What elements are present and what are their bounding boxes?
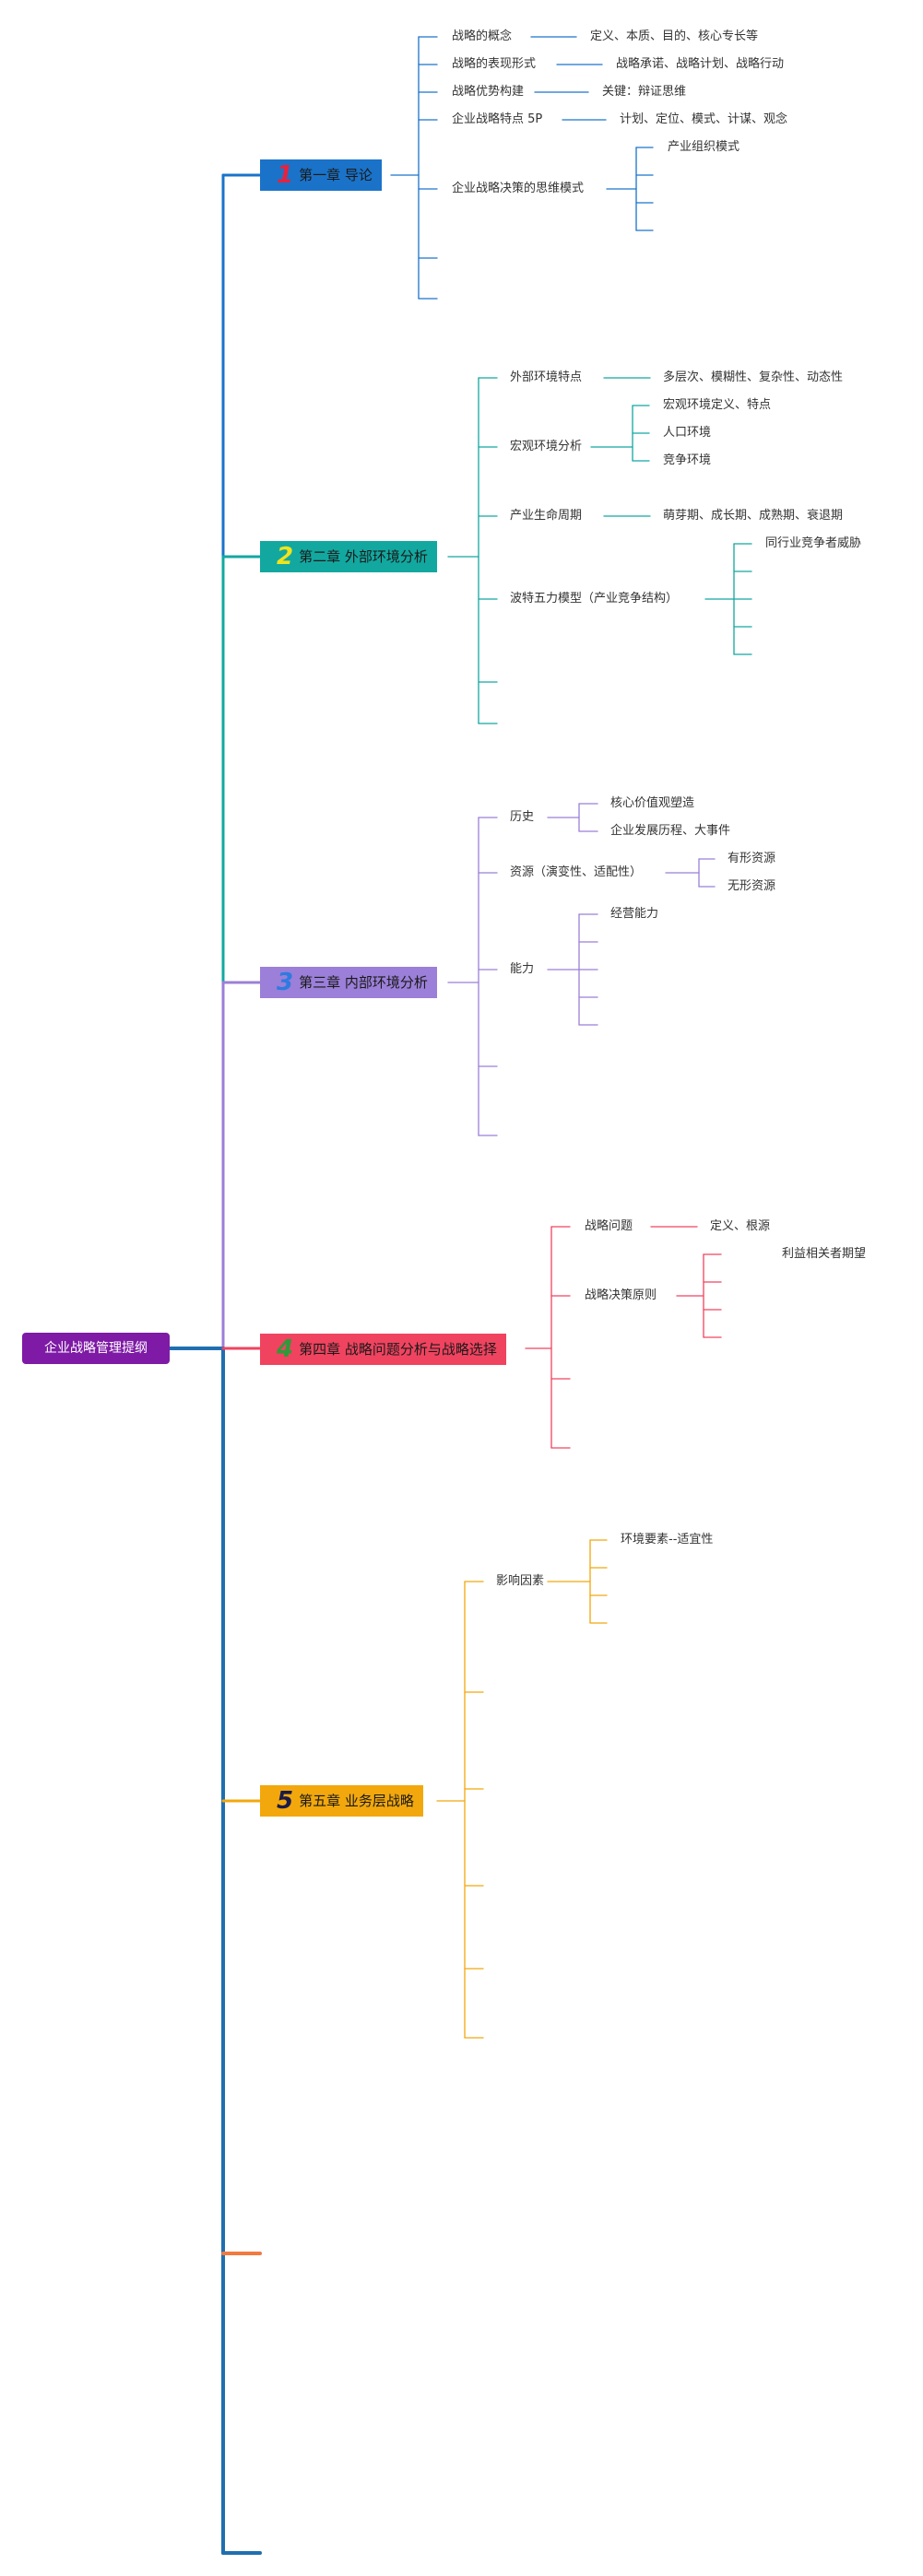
ch2-item-3-detail[interactable]: 萌芽期、成长期、成熟期、衰退期 [663, 509, 844, 523]
ch1-item-2-detail[interactable]: 战略承诺、战略计划、战略行动 [616, 57, 785, 71]
ch2-item-2-sub-1[interactable]: 宏观环境定义、特点 [663, 398, 772, 412]
ch2-item-4-sub-1[interactable]: 同行业竞争者威胁 [765, 536, 862, 550]
chapter-5-node[interactable]: 5 第五章 业务层战略 [260, 1785, 423, 1817]
ch2-item-1-label[interactable]: 外部环境特点 [510, 371, 583, 384]
ch5-item-1-sub-1[interactable]: 环境要素--适宜性 [621, 1533, 714, 1547]
ch3-item-1-sub-1[interactable]: 核心价值观塑造 [610, 796, 695, 810]
ch2-item-1-detail[interactable]: 多层次、模糊性、复杂性、动态性 [663, 371, 844, 384]
ch1-item-2-label[interactable]: 战略的表现形式 [452, 57, 537, 71]
chapter-1-label: 第一章 导论 [299, 167, 373, 183]
ch3-item-1-sub-2[interactable]: 企业发展历程、大事件 [610, 824, 731, 838]
ch3-item-2-sub-1[interactable]: 有形资源 [728, 852, 776, 865]
chapter-3-node[interactable]: 3 第三章 内部环境分析 [260, 967, 437, 998]
chapter-1-number: 1 [277, 161, 294, 189]
chapter-2-number: 2 [277, 543, 294, 570]
chapter-2-label: 第二章 外部环境分析 [299, 548, 428, 565]
ch2-item-2-sub-3[interactable]: 竞争环境 [663, 453, 712, 467]
chapter-4-number: 4 [277, 1335, 294, 1363]
root-node[interactable]: 企业战略管理提纲 [22, 1333, 170, 1364]
ch1-item-5-sub-1[interactable]: 产业组织模式 [668, 140, 740, 154]
chapter-2-node[interactable]: 2 第二章 外部环境分析 [260, 541, 437, 572]
ch5-item-1-label[interactable]: 影响因素 [496, 1574, 545, 1588]
ch2-item-4-label[interactable]: 波特五力模型（产业竞争结构） [510, 592, 679, 606]
ch4-item-1-detail[interactable]: 定义、根源 [710, 1219, 771, 1233]
ch1-item-1-label[interactable]: 战略的概念 [452, 29, 513, 43]
ch4-item-2-label[interactable]: 战略决策原则 [585, 1288, 657, 1302]
ch3-item-3-sub-1[interactable]: 经营能力 [610, 907, 659, 921]
ch1-item-3-label[interactable]: 战略优势构建 [452, 85, 525, 99]
chapter-3-label: 第三章 内部环境分析 [299, 974, 428, 991]
ch2-item-2-label[interactable]: 宏观环境分析 [510, 440, 583, 453]
chapter-4-node[interactable]: 4 第四章 战略问题分析与战略选择 [260, 1334, 506, 1365]
ch3-item-1-label[interactable]: 历史 [510, 810, 535, 824]
ch1-item-1-detail[interactable]: 定义、本质、目的、核心专长等 [590, 29, 759, 43]
chapter-3-number: 3 [277, 969, 294, 996]
ch1-item-4-label[interactable]: 企业战略特点 5P [452, 112, 543, 126]
ch3-item-3-label[interactable]: 能力 [510, 962, 535, 976]
ch2-item-2-sub-2[interactable]: 人口环境 [663, 426, 712, 440]
chapter-5-label: 第五章 业务层战略 [299, 1793, 414, 1809]
chapter-5-number: 5 [277, 1787, 294, 1815]
ch3-item-2-label[interactable]: 资源（演变性、适配性） [510, 865, 643, 879]
ch2-item-3-label[interactable]: 产业生命周期 [510, 509, 583, 523]
ch4-item-1-label[interactable]: 战略问题 [585, 1219, 633, 1233]
chapter-4-label: 第四章 战略问题分析与战略选择 [299, 1341, 497, 1358]
ch1-item-3-detail[interactable]: 关键：辩证思维 [602, 85, 687, 99]
ch1-item-4-detail[interactable]: 计划、定位、模式、计谋、观念 [620, 112, 788, 126]
ch3-item-2-sub-2[interactable]: 无形资源 [728, 879, 776, 893]
ch4-item-2-sub-1[interactable]: 利益相关者期望 [782, 1247, 867, 1261]
chapter-1-node[interactable]: 1 第一章 导论 [260, 159, 382, 191]
ch1-item-5-label[interactable]: 企业战略决策的思维模式 [452, 182, 585, 195]
